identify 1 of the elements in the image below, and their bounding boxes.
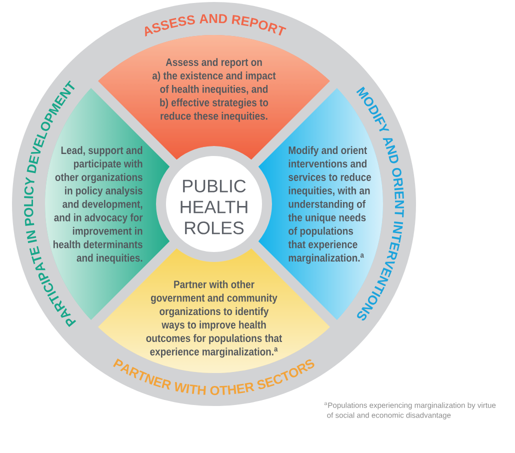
ring-heading: PARTNER WITH OTHER SECTORS xyxy=(113,358,314,396)
